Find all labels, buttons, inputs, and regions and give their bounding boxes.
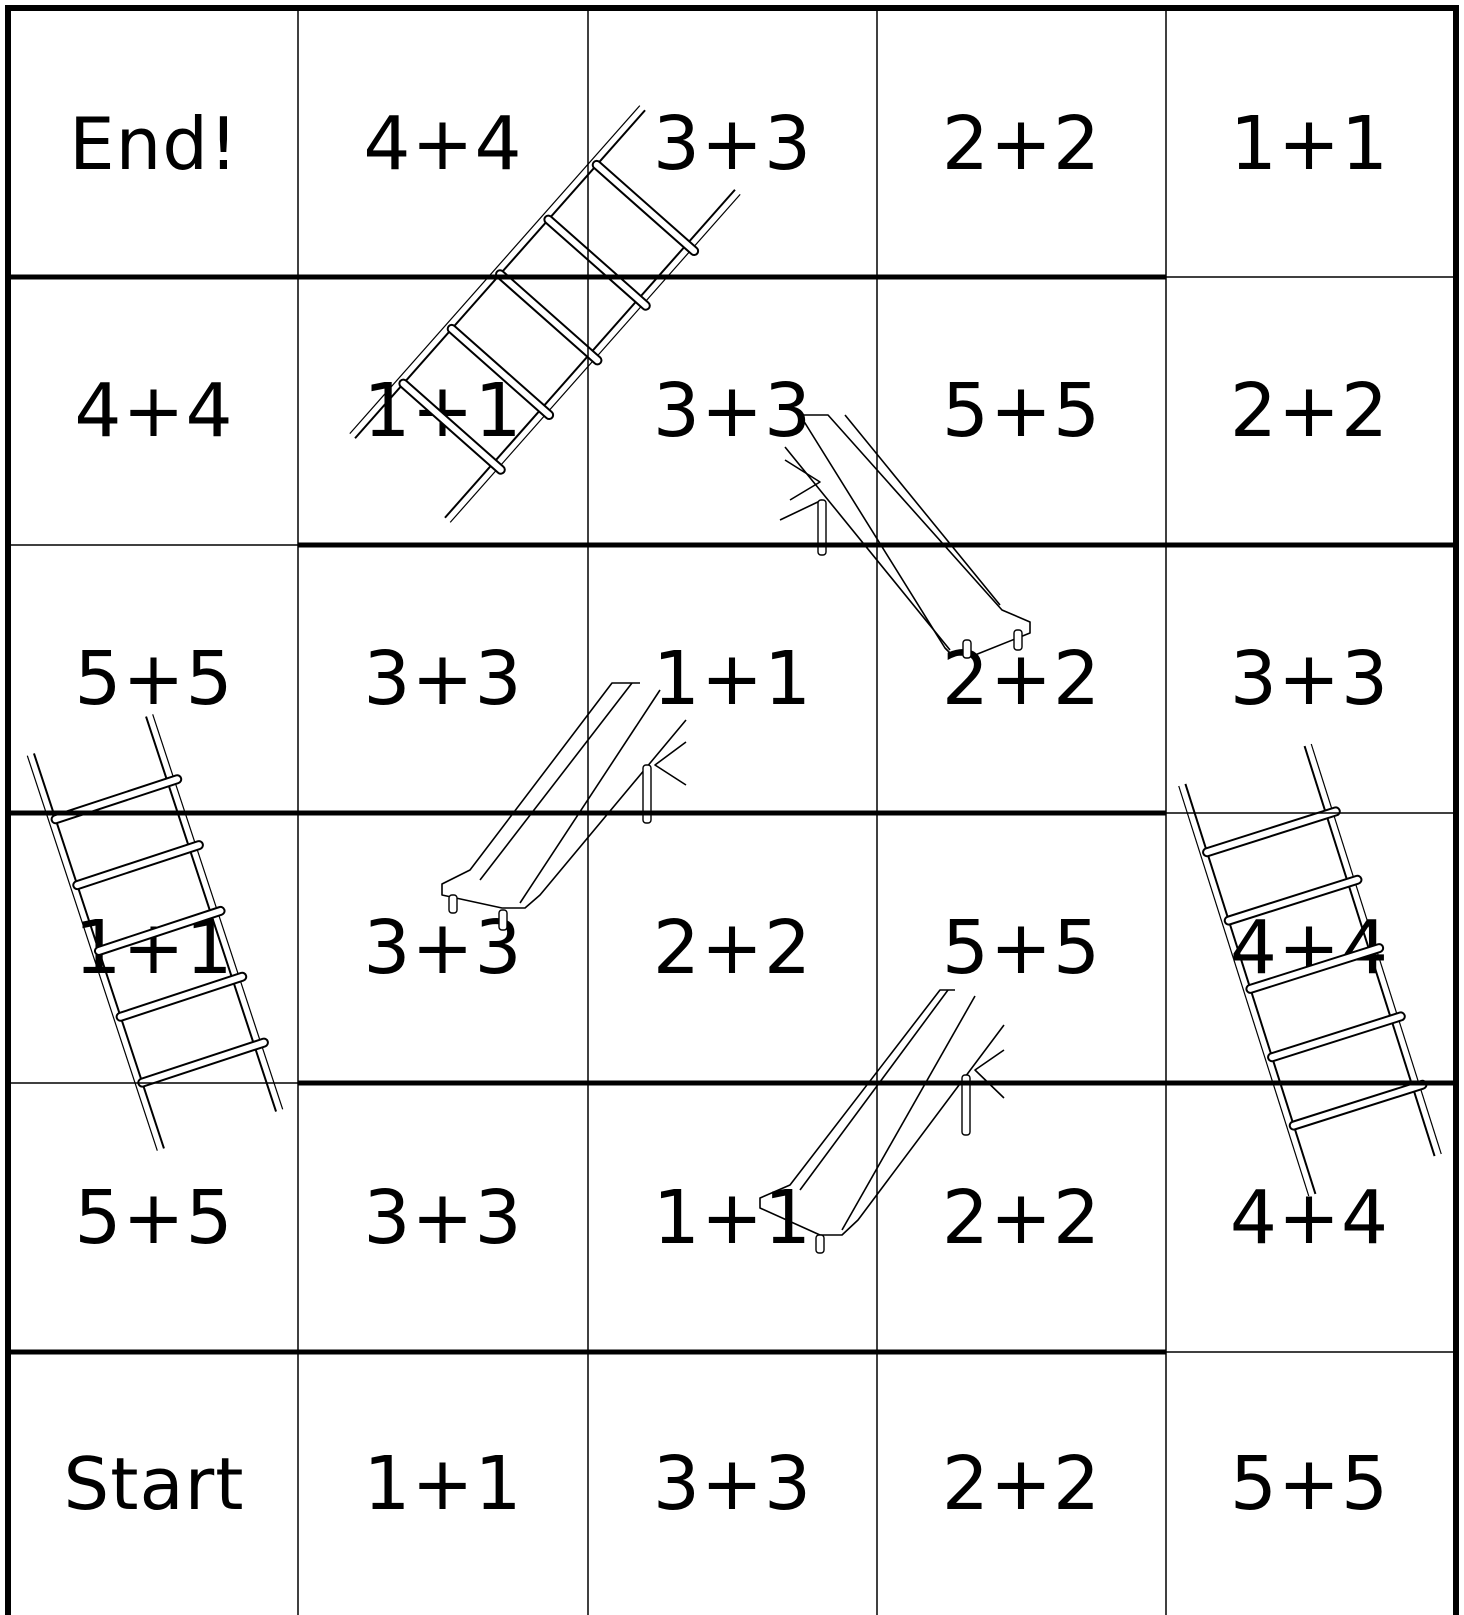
game-board: End!4+43+32+21+14+41+13+35+52+25+53+31+1… [0, 0, 1464, 1615]
board-grid [0, 0, 1464, 1615]
